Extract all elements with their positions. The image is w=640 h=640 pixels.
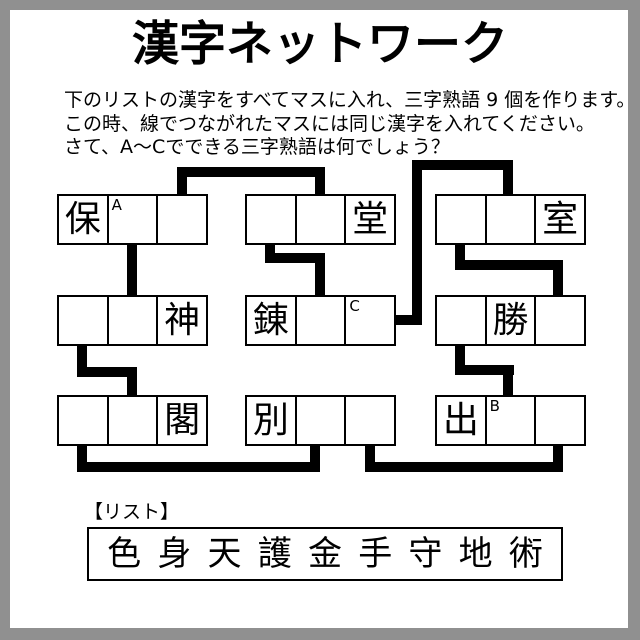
connection-7-line xyxy=(77,367,137,377)
box-4-cell-2 xyxy=(106,297,157,344)
cell-label-B: B xyxy=(489,397,500,415)
list-kanji: 色 xyxy=(107,534,142,574)
box-5-cell-1: 錬 xyxy=(247,297,295,344)
list-kanji: 金 xyxy=(307,534,342,574)
kanji-list-box: 色身天護金手守地術 xyxy=(87,527,563,581)
box-7-cell-1 xyxy=(59,397,107,444)
instructions-block: 下のリストの漢字をすべてマスに入れ、三字熟語 9 個を作ります。 この時、線でつ… xyxy=(64,89,635,160)
box-7-cell-2 xyxy=(106,397,157,444)
kanji-text: 保 xyxy=(64,198,101,240)
connection-1-line xyxy=(315,167,325,194)
connection-6-line xyxy=(455,365,514,375)
connection-4-line xyxy=(412,160,513,170)
connection-2-line xyxy=(127,244,137,295)
list-kanji: 術 xyxy=(508,534,543,574)
kanji-box-3: 室 xyxy=(435,194,586,245)
box-1-cell-2: A xyxy=(106,196,157,243)
box-8-cell-2 xyxy=(294,397,345,444)
connection-6-line xyxy=(503,365,513,395)
instruction-line-2: この時、線でつながれたマスには同じ漢字を入れてください。 xyxy=(64,112,595,135)
connection-5-line xyxy=(455,244,465,270)
box-6-cell-3 xyxy=(534,297,584,344)
connection-7-line xyxy=(127,367,137,395)
box-8-cell-3 xyxy=(344,397,394,444)
box-3-cell-1 xyxy=(437,196,485,243)
connection-8-line xyxy=(310,445,320,472)
box-4-cell-3: 神 xyxy=(156,297,206,344)
kanji-text: 出 xyxy=(442,399,479,441)
box-2-cell-1 xyxy=(247,196,295,243)
kanji-text: 錬 xyxy=(252,299,289,341)
box-6-cell-1 xyxy=(437,297,485,344)
kanji-text: 閣 xyxy=(164,399,201,441)
box-8-cell-1: 別 xyxy=(247,397,295,444)
instruction-line-1: 下のリストの漢字をすべてマスに入れ、三字熟語 9 個を作ります。 xyxy=(64,89,636,111)
connection-5-line xyxy=(553,260,563,295)
connection-5-line xyxy=(455,260,563,270)
connection-4-line xyxy=(395,315,422,325)
box-2-cell-2 xyxy=(294,196,345,243)
page-title: 漢字ネットワーク xyxy=(132,17,508,72)
instruction-line-3: さて、A〜Cでできる三字熟語は何でしょう？ xyxy=(64,136,450,158)
kanji-text: 室 xyxy=(542,198,579,240)
connection-9-line xyxy=(365,462,563,472)
connection-7-line xyxy=(77,345,87,377)
connection-1-line xyxy=(177,167,187,194)
kanji-box-2: 堂 xyxy=(245,194,396,245)
kanji-box-7: 閣 xyxy=(57,395,208,446)
connection-3-line xyxy=(265,253,325,263)
kanji-box-8: 別 xyxy=(245,395,396,446)
kanji-text: 勝 xyxy=(492,299,529,341)
connection-4-line xyxy=(503,160,513,194)
list-kanji: 天 xyxy=(207,534,242,574)
list-kanji: 手 xyxy=(358,534,393,574)
connection-9-line xyxy=(365,445,375,472)
box-6-cell-2: 勝 xyxy=(484,297,535,344)
connection-9-line xyxy=(553,445,563,472)
connection-4-line xyxy=(412,160,422,325)
kanji-box-4: 神 xyxy=(57,295,208,346)
box-5-cell-2 xyxy=(294,297,345,344)
list-kanji: 守 xyxy=(408,534,443,574)
box-3-cell-2 xyxy=(484,196,535,243)
connection-1-line xyxy=(177,167,325,177)
box-1-cell-1: 保 xyxy=(59,196,107,243)
list-kanji: 身 xyxy=(157,534,192,574)
box-7-cell-3: 閣 xyxy=(156,397,206,444)
kanji-text: 神 xyxy=(164,299,201,341)
box-3-cell-3: 室 xyxy=(534,196,584,243)
box-9-cell-3 xyxy=(534,397,584,444)
box-1-cell-3 xyxy=(156,196,206,243)
box-9-cell-1: 出 xyxy=(437,397,485,444)
box-2-cell-3: 堂 xyxy=(344,196,394,243)
connection-8-line xyxy=(77,462,320,472)
list-kanji: 地 xyxy=(458,534,493,574)
box-4-cell-1 xyxy=(59,297,107,344)
connection-8-line xyxy=(77,445,87,472)
list-kanji: 護 xyxy=(257,534,292,574)
kanji-text: 別 xyxy=(252,399,289,441)
kanji-text: 堂 xyxy=(352,198,389,240)
connection-6-line xyxy=(455,345,465,375)
box-5-cell-3: C xyxy=(344,297,394,344)
box-9-cell-2: B xyxy=(484,397,535,444)
cell-label-C: C xyxy=(349,297,360,315)
cell-label-A: A xyxy=(111,196,122,214)
list-heading: 【リスト】 xyxy=(84,501,180,523)
connection-3-line xyxy=(315,253,325,295)
kanji-box-6: 勝 xyxy=(435,295,586,346)
